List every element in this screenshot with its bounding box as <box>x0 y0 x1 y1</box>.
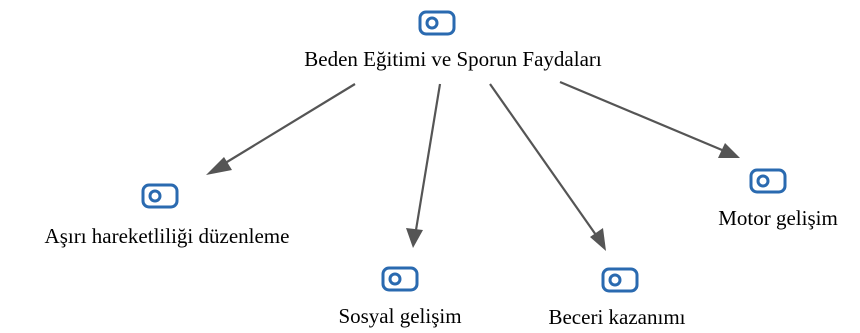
concept-card-icon <box>381 266 419 292</box>
icon-dot <box>388 272 402 286</box>
child-label-motor: Motor gelişim <box>718 206 838 230</box>
concept-card-icon <box>141 183 179 209</box>
root-node[interactable]: Beden Eğitimi ve Sporun Faydaları <box>304 10 602 71</box>
edges <box>206 80 740 251</box>
child-label-beceri: Beceri kazanımı <box>548 305 685 329</box>
edge-root-to-sosyal <box>414 83 442 231</box>
concept-card-icon <box>749 168 787 194</box>
icon-dot <box>608 273 622 287</box>
edge-root-to-beceri <box>489 83 597 236</box>
child-node-sosyal[interactable]: Sosyal gelişim <box>338 266 462 328</box>
concept-card-icon <box>601 267 639 293</box>
child-label-sosyal: Sosyal gelişim <box>338 304 461 328</box>
arrowhead-beceri <box>590 228 606 251</box>
child-label-asiri: Aşırı hareketliliği düzenleme <box>45 224 290 248</box>
icon-dot <box>756 174 770 188</box>
child-node-motor[interactable]: Motor gelişim <box>718 168 838 230</box>
child-node-asiri[interactable]: Aşırı hareketliliği düzenleme <box>45 183 290 248</box>
root-label: Beden Eğitimi ve Sporun Faydaları <box>304 47 602 71</box>
concept-card-icon <box>418 10 456 36</box>
icon-dot <box>425 16 439 30</box>
icon-frame <box>381 266 419 292</box>
edge-root-to-asiri <box>221 83 356 166</box>
child-node-beceri[interactable]: Beceri kazanımı <box>548 267 686 329</box>
arrowhead-asiri <box>206 157 232 175</box>
arrowhead-sosyal <box>406 228 423 248</box>
icon-frame <box>141 183 179 209</box>
icon-frame <box>418 10 456 36</box>
icon-frame <box>601 267 639 293</box>
arrowhead-motor <box>718 143 740 158</box>
edge-root-to-motor <box>559 80 723 152</box>
icon-frame <box>749 168 787 194</box>
icon-dot <box>148 189 162 203</box>
